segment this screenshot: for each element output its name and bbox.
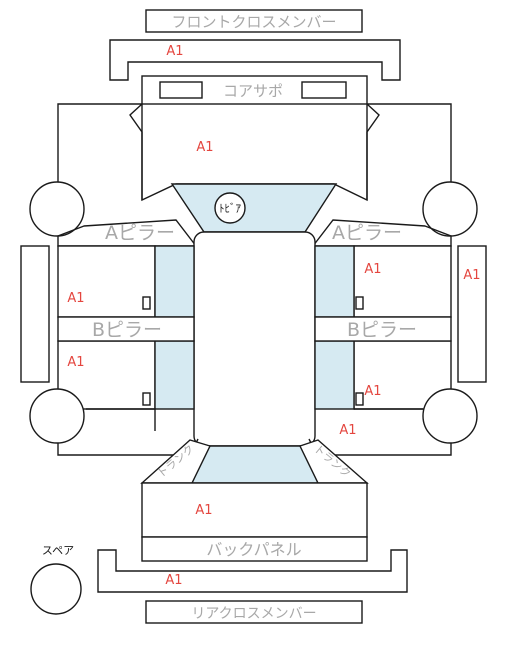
right-rear-door-handle — [355, 392, 364, 406]
right-fender-grade: A1 — [364, 262, 381, 277]
left-b-pillar-label: Bピラー — [92, 319, 162, 341]
right-front-door-handle — [355, 296, 364, 310]
right-front-door[interactable] — [353, 245, 452, 318]
left-front-wheel[interactable] — [29, 181, 85, 237]
right-rear-door[interactable] — [353, 340, 452, 410]
left-front-door[interactable] — [57, 245, 156, 318]
left-front-door-handle — [142, 296, 151, 310]
trunk-lid[interactable] — [141, 482, 368, 538]
right-b-pillar-label: Bピラー — [347, 319, 417, 341]
right-quarter-grade: A1 — [339, 423, 356, 438]
right-a-pillar-label: Aピラー — [332, 222, 402, 244]
left-rear-door-grade: A1 — [67, 355, 84, 370]
headlight-left — [159, 81, 203, 99]
back-panel-label: バックパネル — [206, 540, 301, 559]
right-rear-wheel[interactable] — [422, 388, 478, 444]
left-side-sill[interactable] — [20, 245, 50, 383]
hood-mark-circle — [214, 192, 246, 224]
right-front-fender[interactable] — [366, 103, 452, 200]
core-support-label: コアサポ — [223, 82, 283, 100]
front-bumper-bracket[interactable] — [109, 39, 401, 81]
right-rear-door-grade: A1 — [364, 384, 381, 399]
windshield[interactable] — [170, 183, 338, 233]
right-rear-window[interactable] — [314, 340, 355, 410]
rear-quarter-upper — [86, 408, 423, 431]
rear-member-grade: A1 — [165, 573, 182, 588]
front-cross-member-box[interactable] — [145, 9, 363, 33]
headlight-right — [301, 81, 347, 99]
left-b-pillar[interactable] — [57, 316, 195, 342]
right-b-pillar[interactable] — [314, 316, 452, 342]
hood-mark-text: ﾄﾋﾞｱ — [219, 202, 241, 215]
left-front-door-grade: A1 — [67, 291, 84, 306]
left-front-window[interactable] — [154, 245, 195, 318]
left-rear-door-handle — [142, 392, 151, 406]
rear-cross-member-label: リアクロスメンバー — [191, 606, 316, 622]
hood-grade: A1 — [196, 140, 213, 155]
left-a-pillar-label: Aピラー — [105, 222, 175, 244]
rear-cross-member-box[interactable] — [145, 600, 363, 624]
right-front-window[interactable] — [314, 245, 355, 318]
front-member-grade: A1 — [166, 44, 183, 59]
left-rear-wheel[interactable] — [29, 388, 85, 444]
right-side-grade: A1 — [463, 268, 480, 283]
spare-tire[interactable] — [30, 563, 82, 615]
back-panel[interactable] — [141, 536, 368, 562]
right-side-sill[interactable] — [457, 245, 487, 383]
trunk-grade: A1 — [195, 503, 212, 518]
spare-label: スペア — [42, 544, 74, 557]
rear-bumper-bracket[interactable] — [97, 549, 408, 593]
roof-panel[interactable] — [193, 231, 316, 447]
left-front-fender[interactable] — [57, 103, 143, 200]
front-cross-member-label: フロントクロスメンバー — [171, 13, 336, 31]
left-rear-window[interactable] — [154, 340, 195, 410]
rear-window[interactable] — [190, 445, 320, 484]
